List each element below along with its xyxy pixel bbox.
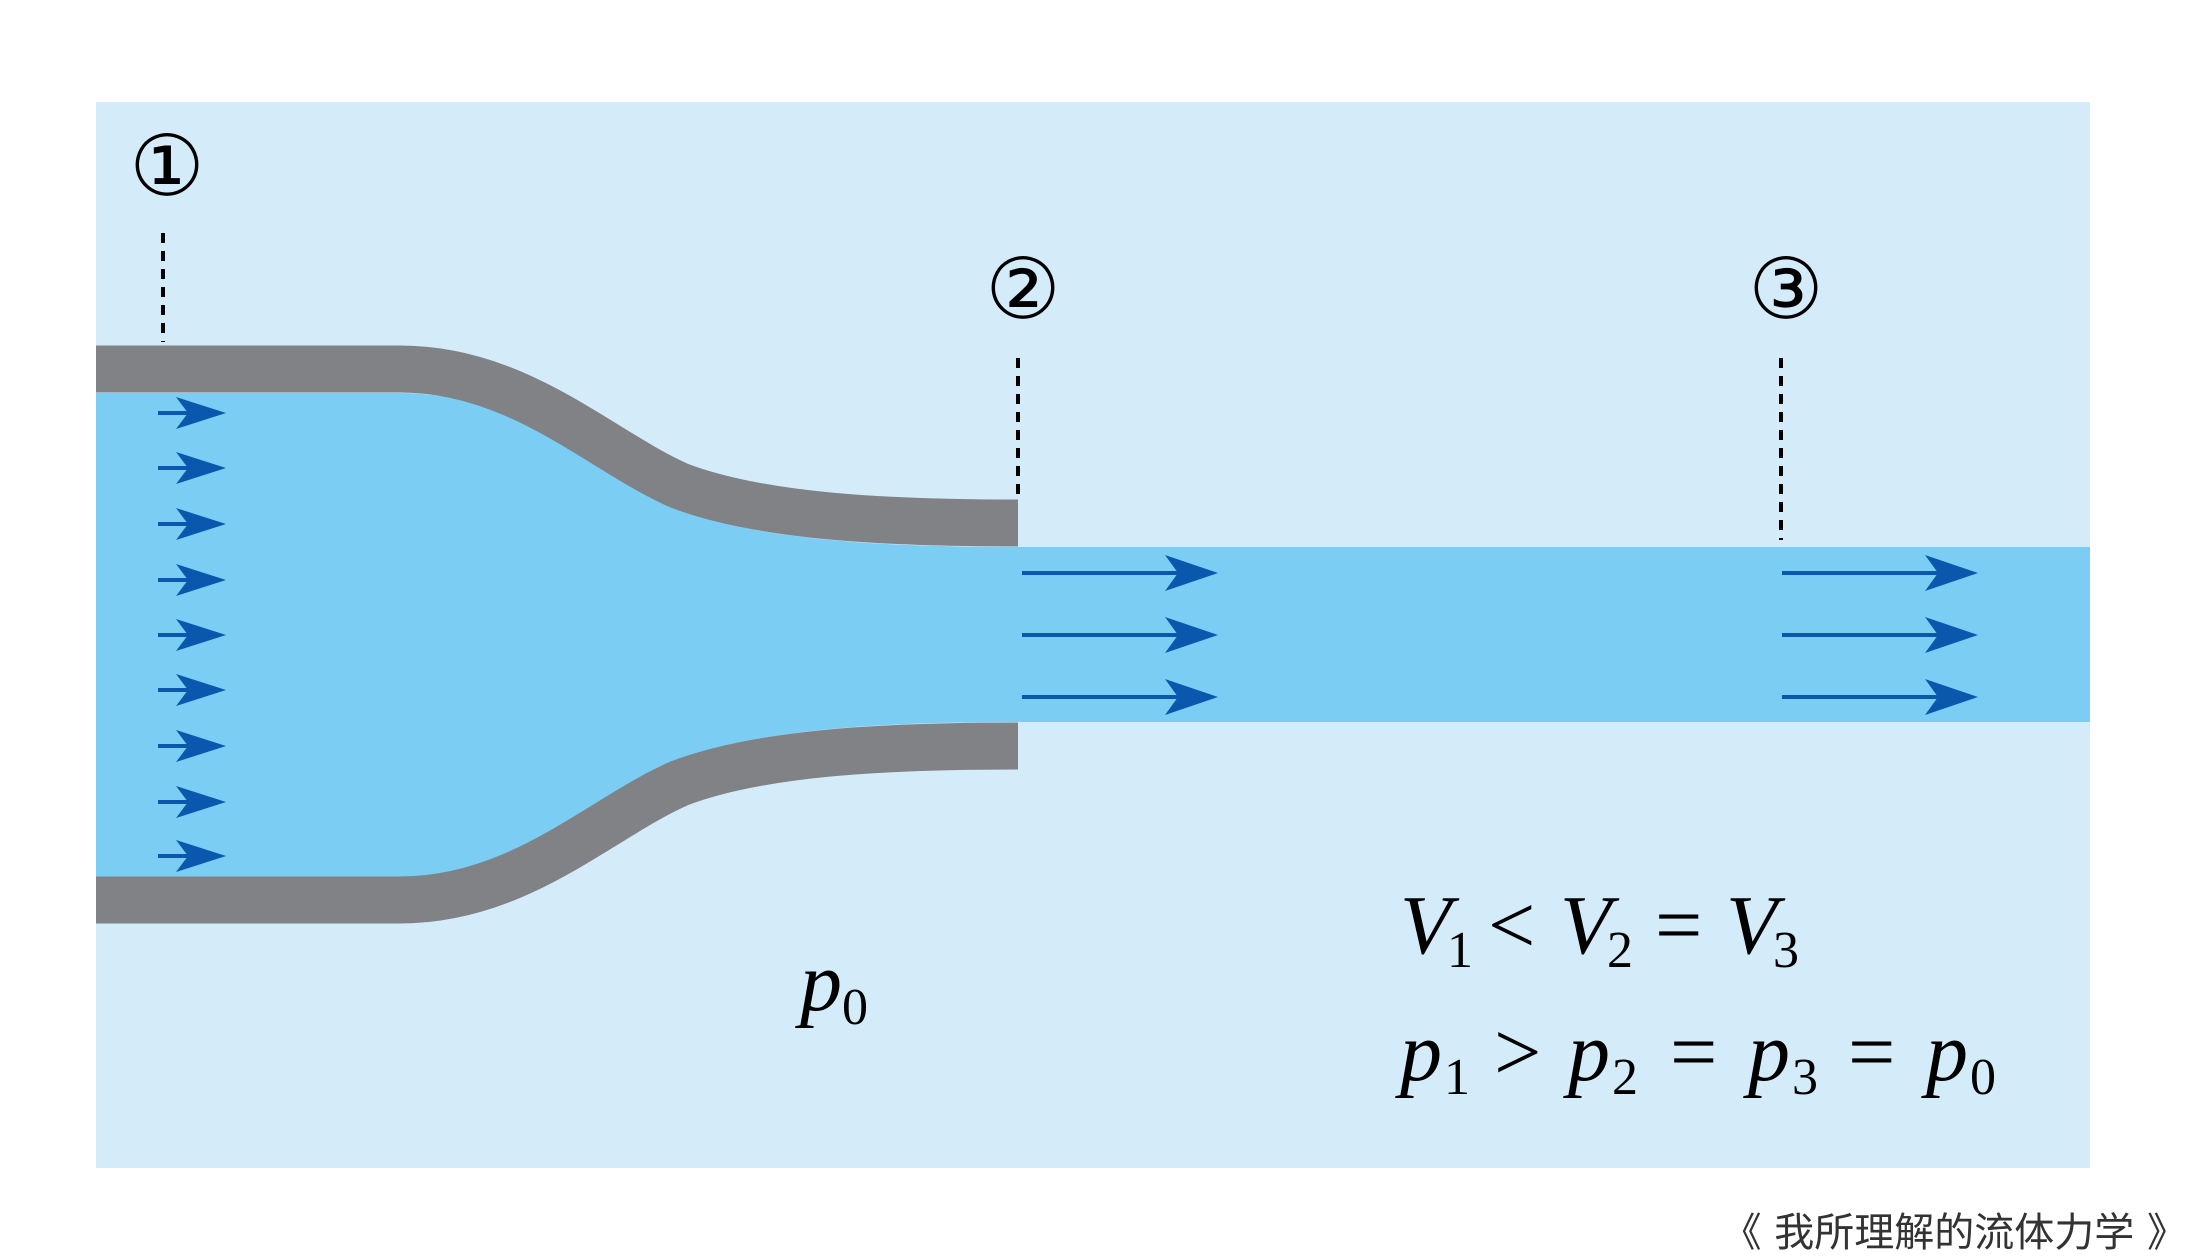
eq-subscript: 3 [1773, 922, 1799, 979]
jet-arrowhead [1925, 679, 1978, 715]
nozzle-upper-wall [96, 345, 1019, 547]
eq-symbol: p [1563, 1006, 1610, 1099]
inlet-arrowhead [176, 674, 226, 706]
exit-arrowhead [1165, 679, 1218, 715]
eq-operator: > [1494, 1006, 1541, 1099]
jet-arrowhead [1925, 555, 1978, 591]
eq-subscript: 1 [1447, 922, 1473, 979]
eq-subscript: 2 [1612, 1049, 1638, 1106]
section-marker-3: ③ [1748, 240, 1823, 338]
section-marker-1: ① [129, 117, 204, 215]
pressure-equation: p 1 > p 2 = p 3 = p 0 [1395, 1006, 1996, 1113]
inlet-arrowhead [176, 564, 226, 596]
inlet-arrowhead [176, 397, 226, 429]
exit-arrowhead [1165, 555, 1218, 591]
eq-symbol: p [1921, 1006, 1968, 1099]
eq-operator: = [1655, 879, 1702, 972]
jet-arrowhead [1925, 617, 1978, 653]
exit-arrowhead [1165, 617, 1218, 653]
inlet-arrowhead [176, 508, 226, 540]
inlet-arrowhead [176, 452, 226, 484]
eq-operator: < [1488, 879, 1535, 972]
eq-subscript: 0 [1970, 1049, 1996, 1106]
eq-subscript: 2 [1607, 922, 1633, 979]
eq-symbol: V [1560, 879, 1620, 972]
exit-velocity-arrows-2 [1022, 555, 1218, 715]
fluid-inside-nozzle [96, 393, 1018, 877]
eq-operator: = [1670, 1006, 1717, 1099]
section-marker-2: ② [985, 240, 1060, 338]
inlet-arrowhead [176, 730, 226, 762]
inlet-arrowhead [176, 840, 226, 872]
eq-symbol: V [1726, 879, 1786, 972]
inlet-arrowheads [176, 397, 226, 872]
nozzle-lower-wall [96, 722, 1019, 924]
eq-symbol: p [1743, 1006, 1790, 1099]
eq-subscript: 1 [1444, 1049, 1470, 1106]
book-title-footer: 《 我所理解的流体力学 》 [1721, 1210, 2187, 1256]
eq-symbol: p [1395, 1006, 1442, 1099]
eq-subscript: 3 [1792, 1049, 1818, 1106]
velocity-equation: V 1 < V 2 = V 3 [1400, 879, 1799, 986]
inlet-arrowhead [176, 786, 226, 818]
eq-operator: = [1848, 1006, 1895, 1099]
eq-symbol: V [1400, 879, 1460, 972]
inlet-arrowhead [176, 619, 226, 651]
ambient-pressure-label: p0 [795, 936, 868, 1036]
jet-velocity-arrows-3 [1782, 555, 1978, 715]
